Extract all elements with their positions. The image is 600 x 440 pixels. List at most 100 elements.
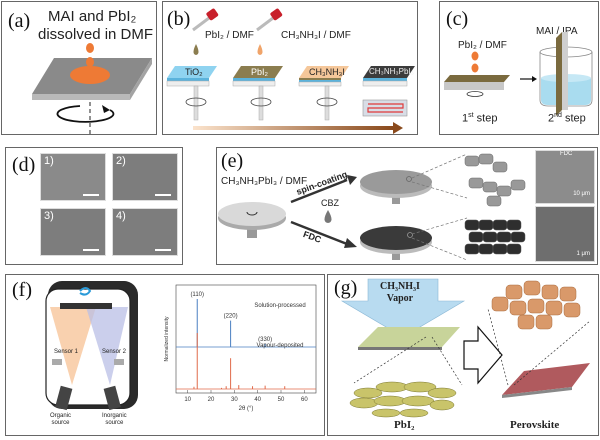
reagent-pbi2-label: PbI₂ / DMF — [205, 30, 254, 41]
layer-perovskite-label: CH₃NH₃PbI₃ — [369, 67, 414, 76]
spin-arrow-icon — [466, 91, 484, 97]
solution-puddle — [70, 66, 110, 84]
sem-image-bottom: 1 μm — [535, 206, 595, 262]
pbi2-flakes — [349, 381, 457, 418]
sparse-grains-illustration — [464, 153, 526, 207]
organic-beam — [50, 307, 96, 385]
step2-word: step — [564, 112, 586, 125]
inorganic-source-line2: source — [105, 420, 124, 426]
step1-word: step — [476, 112, 498, 125]
vapour-chamber-illustration — [45, 281, 138, 411]
inorganic-beam — [86, 307, 128, 385]
step2-sup: nd — [554, 112, 562, 119]
spin-disk-top — [360, 170, 432, 204]
vapor-arrow — [340, 278, 466, 338]
vapor-label-line1: CH₃NH₃I — [380, 281, 420, 292]
spin-coater-illustration — [32, 43, 152, 134]
antisolvent-label: CBZ — [321, 198, 339, 208]
mai-droplet — [257, 44, 263, 55]
y-axis-label: Normalized intensity — [164, 316, 170, 362]
layer-pbi2-label: PbI₂ — [251, 67, 269, 77]
hotplate-icon — [362, 99, 408, 117]
sem-image-3: 3) — [40, 208, 106, 256]
panel-a-title-line2: dissolved in DMF — [38, 26, 154, 43]
x-tick-label: 40 — [254, 397, 261, 403]
process-arrow — [193, 126, 393, 130]
panel-b-label: (b) — [167, 8, 191, 30]
panel-d: (d) 1) 2) 3) 4) — [5, 147, 183, 265]
substrate-side — [130, 58, 152, 100]
sem-image-4-label: 4) — [116, 210, 126, 222]
panel-e: (e) CH₃NH₃PbI₃ / DMF — [216, 147, 598, 265]
series-annotation: Solution-processed — [254, 303, 305, 309]
sequential-deposition-illustration — [166, 8, 415, 134]
peak-label: (110) — [190, 292, 204, 298]
two-step-illustration — [444, 32, 593, 116]
dense-grains-illustration — [464, 219, 526, 255]
series-annotation: Vapour-deposited — [257, 343, 304, 349]
route-arrow-top — [290, 178, 348, 204]
substrate-tio2 — [166, 66, 217, 121]
panel-f-label: (f) — [12, 279, 32, 301]
droplet-2 — [471, 63, 479, 73]
panel-b: (b) PbI₂ / DMF CH₃NH₃I / DMF — [162, 1, 418, 135]
panel-a: (a) MAI and PbI₂ dissolved in DMF — [1, 1, 157, 135]
reagent-mai-label: CH₃NH₃I / DMF — [281, 30, 351, 41]
rotation-arrow-icon — [56, 105, 115, 123]
layer-tio2-label: TiO₂ — [185, 67, 203, 77]
scale-bar — [83, 249, 99, 251]
fdc-illustration — [218, 153, 526, 261]
sem-top-tag: FDC — [560, 151, 573, 157]
organic-source-icon — [55, 385, 73, 411]
substrate-holder — [60, 303, 112, 309]
substrate-perovskite — [362, 66, 415, 87]
panel-g-label: (g) — [334, 277, 358, 299]
sensor-2-label: Sensor 2 — [102, 349, 127, 355]
perovskite-grains — [491, 280, 581, 330]
perovskite-film — [502, 363, 590, 395]
step2-label: 2nd step — [548, 112, 586, 125]
inorganic-source-line1: Inorganic — [102, 413, 127, 419]
conversion-arrow-icon — [463, 325, 503, 385]
peak-label: (220) — [224, 314, 238, 320]
x-tick-label: 50 — [278, 397, 285, 403]
x-axis-label: 2θ (°) — [239, 406, 254, 412]
step1-label: 1st step — [462, 112, 497, 125]
sensor-1-icon — [52, 359, 62, 365]
rotation-icon — [79, 287, 92, 296]
sem-top-scale: 10 μm — [573, 191, 590, 197]
pipette-icon — [192, 8, 219, 32]
substrate-top — [444, 75, 510, 82]
pbi2-film — [358, 327, 460, 347]
sem-image-1-label: 1) — [44, 155, 54, 167]
sem-image-3-label: 3) — [44, 210, 54, 222]
organic-source-line2: source — [51, 420, 70, 426]
vapor-label-line2: Vapor — [386, 293, 414, 304]
substrate-front — [32, 94, 130, 100]
step1-sup: st — [468, 112, 474, 119]
pipette-icon — [256, 8, 283, 32]
solution-label: CH₃NH₃PbI₃ / DMF — [221, 176, 308, 187]
panel-e-label: (e) — [221, 150, 244, 172]
panel-c-label: (c) — [446, 8, 469, 30]
layer-mai-label: CH₃NH₃I — [309, 67, 345, 77]
cbz-droplet — [324, 210, 332, 223]
substrate-mai — [298, 66, 349, 121]
route-arrow-bottom — [290, 220, 348, 246]
droplet-1 — [86, 43, 94, 53]
sem-image-4: 4) — [112, 208, 178, 256]
sensor-2-icon — [114, 359, 124, 365]
scale-bar — [155, 194, 171, 196]
droplet-2 — [86, 57, 94, 67]
panel-c: (c) PbI₂ / DMF MAI / IPA 1st step 2nd st… — [439, 1, 599, 135]
organic-source-line1: Organic — [50, 413, 72, 419]
sem-image-1: 1) — [40, 153, 106, 201]
spin-disk-initial — [218, 202, 286, 238]
perovskite-caption: Perovskite — [510, 419, 560, 431]
